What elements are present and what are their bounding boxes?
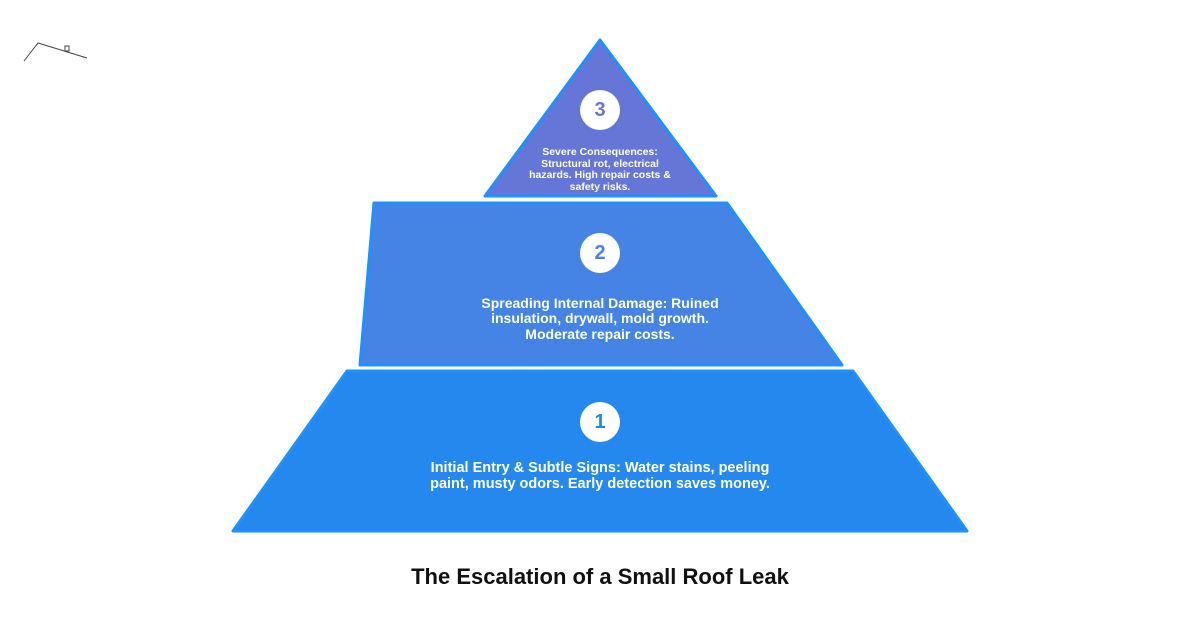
tier-2-shape — [358, 201, 844, 367]
diagram-title: The Escalation of a Small Roof Leak — [411, 564, 789, 589]
tier-2-text: Spreading Internal Damage: Ruined insula… — [481, 295, 719, 342]
tier-2-number: 2 — [580, 233, 620, 273]
tier-3-text: Severe Consequences: Structural rot, ele… — [529, 146, 671, 193]
tier-1-number: 1 — [580, 402, 620, 442]
tier-1-text: Initial Entry & Subtle Signs: Water stai… — [430, 460, 770, 492]
tier-1-shape — [231, 369, 969, 533]
roof-logo-icon — [23, 42, 88, 62]
tier-3-number: 3 — [580, 90, 620, 130]
